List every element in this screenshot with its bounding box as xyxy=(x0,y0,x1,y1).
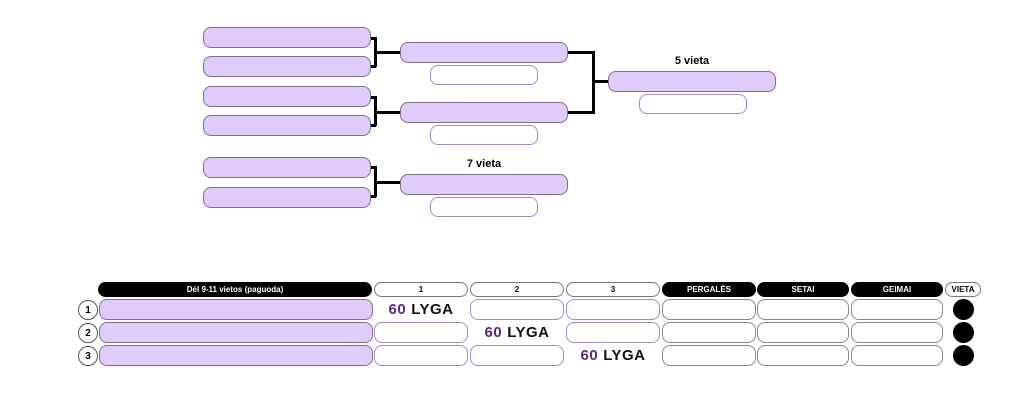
header-game-1: 1 xyxy=(374,282,468,297)
bracket-connector xyxy=(374,166,377,197)
bracket-slot-r1-6[interactable] xyxy=(203,187,371,208)
lyga-logo-text: LYGA xyxy=(603,347,646,364)
bracket-connector xyxy=(371,37,376,40)
bracket-connector xyxy=(592,51,595,113)
row-number: 3 xyxy=(78,346,98,366)
game-score-cell[interactable] xyxy=(470,299,564,320)
vieta-dot xyxy=(953,345,974,366)
header-game-3: 3 xyxy=(566,282,660,297)
bracket-connector xyxy=(371,166,376,169)
team-name-cell[interactable] xyxy=(99,345,373,366)
bracket-connector xyxy=(568,51,595,54)
header-pergales: PERGALĖS xyxy=(662,282,756,297)
pergales-cell[interactable] xyxy=(662,345,756,366)
round-title-5-vieta: 5 vieta xyxy=(674,55,710,67)
bracket-slot-r1-4[interactable] xyxy=(203,115,371,136)
bracket-slot-r1-3[interactable] xyxy=(203,86,371,107)
bracket-slot-7-vieta[interactable] xyxy=(400,174,568,195)
bracket-score-7-vieta[interactable] xyxy=(430,197,538,217)
bracket-slot-r2-1[interactable] xyxy=(400,42,568,63)
header-vieta: VIETA xyxy=(945,282,981,297)
pergales-cell[interactable] xyxy=(662,322,756,343)
header-game-2: 2 xyxy=(470,282,564,297)
header-geimai: GEIMAI xyxy=(851,282,943,297)
bracket-connector xyxy=(371,195,376,198)
bracket-slot-r1-1[interactable] xyxy=(203,27,371,48)
bracket-connector xyxy=(568,111,595,114)
header-name: Dėl 9-11 vietos (paguoda) xyxy=(98,282,372,297)
bracket-connector xyxy=(594,80,609,83)
bracket-connector xyxy=(376,111,401,114)
bracket-connector xyxy=(371,96,376,99)
vieta-dot xyxy=(953,299,974,320)
game-score-cell[interactable] xyxy=(566,299,660,320)
bracket-slot-5-vieta[interactable] xyxy=(608,71,776,92)
bracket-score-r2-2[interactable] xyxy=(430,125,538,145)
lyga-logo-number: 60 xyxy=(580,347,599,364)
round-title-7-vieta: 7 vieta xyxy=(466,158,502,170)
setai-cell[interactable] xyxy=(757,299,849,320)
game-score-cell[interactable] xyxy=(374,345,468,366)
bracket-slot-r1-2[interactable] xyxy=(203,56,371,77)
bracket-score-r2-1[interactable] xyxy=(430,65,538,85)
bracket-connector xyxy=(374,96,377,126)
team-name-cell[interactable] xyxy=(99,299,373,320)
setai-cell[interactable] xyxy=(757,345,849,366)
setai-cell[interactable] xyxy=(757,322,849,343)
bracket-connector xyxy=(371,65,376,68)
game-score-cell[interactable] xyxy=(566,322,660,343)
row-number: 1 xyxy=(78,300,98,320)
bracket-score-5-vieta[interactable] xyxy=(639,94,747,114)
header-setai: SETAI xyxy=(757,282,849,297)
game-score-cell[interactable] xyxy=(374,322,468,343)
geimai-cell[interactable] xyxy=(851,345,943,366)
lyga-logo-number: 60 xyxy=(388,301,407,318)
bracket-slot-r1-5[interactable] xyxy=(203,157,371,178)
lyga-logo-text: LYGA xyxy=(411,301,454,318)
bracket-connector xyxy=(376,51,401,54)
bracket-connector xyxy=(371,124,376,127)
bracket-connector xyxy=(374,37,377,67)
vieta-dot xyxy=(953,322,974,343)
row-number: 2 xyxy=(78,323,98,343)
lyga-logo-text: LYGA xyxy=(507,324,550,341)
game-score-cell[interactable] xyxy=(470,345,564,366)
geimai-cell[interactable] xyxy=(851,299,943,320)
geimai-cell[interactable] xyxy=(851,322,943,343)
team-name-cell[interactable] xyxy=(99,322,373,343)
bracket-slot-r2-2[interactable] xyxy=(400,102,568,123)
bracket-connector xyxy=(376,181,401,184)
lyga-logo-number: 60 xyxy=(484,324,503,341)
pergales-cell[interactable] xyxy=(662,299,756,320)
